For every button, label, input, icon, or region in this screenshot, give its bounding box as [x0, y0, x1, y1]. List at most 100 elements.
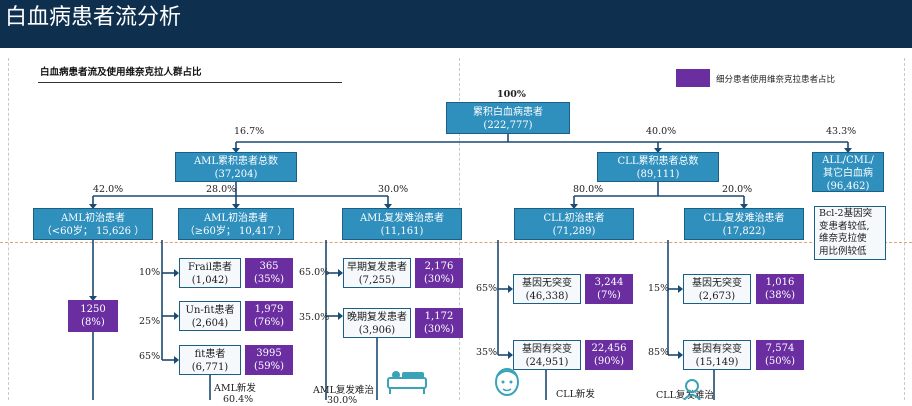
frail-pct: 10% [139, 267, 161, 278]
usage-pct: (30%) [423, 274, 455, 285]
aml-pct: 16.7% [234, 126, 265, 137]
node-count: (6,771) [191, 362, 229, 373]
usage-count: 7,574 [765, 343, 795, 354]
cll-new-label: CLL新发 [556, 389, 595, 400]
node-label: ALL/CML/ [822, 155, 874, 166]
node-count: (37,204) [214, 169, 258, 180]
frail-node: Frail患者 (1,042) [179, 258, 241, 288]
page-title: 白血病患者流分析 [5, 5, 182, 30]
node-count: (2,604) [191, 318, 229, 329]
cll-nomut-node: 基因无突变 (46,338) [513, 274, 581, 304]
guide-line [0, 242, 912, 243]
cll-naive-node: CLL初治患者 (71,289) [514, 208, 634, 240]
legend-swatch [676, 69, 710, 87]
late-relapse-node: 晚期复发患者 (3,906) [343, 308, 411, 338]
node-count: (11,161) [380, 226, 424, 237]
header-bar: 白血病患者流分析 [0, 0, 912, 48]
node-count: (222,777) [483, 120, 533, 131]
node-label: Frail患者 [187, 262, 233, 273]
cll-nomut-usage: 3,244 (7%) [585, 274, 633, 304]
fit-node: fit患者 (6,771) [179, 345, 241, 375]
usage-pct: (50%) [764, 356, 796, 367]
patient-face-icon [495, 368, 519, 396]
cll-total-node: CLL累积患者总数 (89,111) [597, 152, 719, 182]
node-count: (15,149) [695, 357, 739, 368]
usage-count: 22,456 [591, 343, 627, 354]
node-label: AML初治患者 [60, 213, 126, 224]
node-label: 基因无突变 [692, 278, 742, 289]
node-label: AML复发难治患者 [359, 213, 445, 224]
root-node: 累积白血病患者 (222,777) [446, 102, 570, 134]
usage-pct: (30%) [423, 324, 455, 335]
node-count: (7,255) [358, 275, 396, 286]
node-count: （<60岁； 15,626 ） [41, 226, 145, 237]
usage-pct: (38%) [764, 290, 796, 301]
node-label-2: 其它白血病 [823, 168, 873, 179]
node-label: CLL初治患者 [543, 213, 605, 224]
frail-usage: 365 (35%) [245, 258, 293, 288]
hospital-bed-icon [387, 371, 427, 394]
node-label: AML初治患者 [203, 213, 269, 224]
usage-count: 2,176 [424, 261, 454, 272]
usage-count: 1250 [80, 304, 106, 315]
usage-pct: (76%) [253, 317, 285, 328]
unfit-pct: 25% [139, 316, 161, 327]
node-count: (96,462) [826, 181, 870, 192]
guide-line [8, 58, 9, 400]
diagram-subtitle: 白血病患者流及使用维奈克拉人群占比 [40, 67, 202, 78]
usage-pct: (8%) [81, 317, 105, 328]
rr-nomut-usage: 1,016 (38%) [756, 274, 804, 304]
node-label: 基因无突变 [522, 278, 572, 289]
cll-pct: 40.0% [646, 126, 677, 137]
node-label: 早期复发患者 [347, 262, 407, 273]
node-count: (17,822) [722, 226, 766, 237]
aml-rr-pct: 30.0% [378, 184, 409, 195]
node-label: 累积白血病患者 [473, 107, 543, 118]
aml-young-usage: 1250 (8%) [68, 300, 118, 332]
subtitle-underline [38, 82, 342, 83]
usage-count: 1,979 [254, 304, 284, 315]
aml-rr-bottom-pct: 30.0% [327, 395, 358, 406]
note-line: Bcl-2基因突 [819, 208, 873, 219]
node-count: (2,673) [698, 291, 736, 302]
usage-pct: (35%) [253, 274, 285, 285]
early-pct: 65.0% [299, 267, 330, 278]
usage-pct: (90%) [593, 356, 625, 367]
usage-count: 365 [259, 261, 279, 272]
rr-mut-node: 基因有突变 (15,149) [683, 340, 751, 370]
rr-nomut-node: 基因无突变 (2,673) [683, 274, 751, 304]
note-line: 用比例较低 [819, 245, 867, 257]
usage-count: 3995 [256, 348, 282, 359]
node-label: 晚期复发患者 [347, 312, 407, 323]
aml-rr-node: AML复发难治患者 (11,161) [342, 208, 462, 240]
node-label: fit患者 [194, 349, 226, 360]
aml-new-label: AML新发 [214, 383, 256, 394]
usage-pct: (7%) [597, 290, 621, 301]
early-relapse-node: 早期复发患者 (7,255) [343, 258, 411, 288]
note-line: 变患者较低, [819, 220, 870, 232]
usage-count: 1,172 [424, 311, 454, 322]
usage-pct: (59%) [253, 361, 285, 372]
node-count: (89,111) [636, 169, 680, 180]
other-pct: 43.3% [826, 126, 857, 137]
node-label: 基因有突变 [692, 344, 742, 355]
node-label: CLL复发难治患者 [703, 213, 785, 224]
guide-line [904, 58, 905, 400]
aml-young-node: AML初治患者 （<60岁； 15,626 ） [33, 208, 153, 240]
node-label: AML累积患者总数 [193, 156, 279, 167]
legend-label: 细分患者使用维奈克拉患者占比 [716, 75, 836, 85]
node-count: （≥60岁； 10,417 ） [184, 226, 288, 237]
early-usage: 2,176 (30%) [415, 258, 463, 288]
aml-old-pct: 28.0% [206, 184, 237, 195]
other-total-node: ALL/CML/ 其它白血病 (96,462) [812, 152, 884, 192]
node-count: (1,042) [191, 275, 229, 286]
rr-mut-pct: 85% [648, 347, 670, 358]
aml-total-node: AML累积患者总数 (37,204) [175, 152, 297, 182]
late-pct: 35.0% [299, 312, 330, 323]
rr-mut-usage: 7,574 (50%) [756, 340, 804, 370]
aml-rr-label: AML复发难治 [313, 385, 374, 396]
node-label: Un-fit患者 [185, 305, 235, 316]
bcl2-note-box: Bcl-2基因突 变患者较低, 维奈克拉使 用比例较低 [814, 206, 886, 260]
unfit-node: Un-fit患者 (2,604) [179, 301, 241, 331]
note-line: 维奈克拉使 [819, 233, 867, 244]
